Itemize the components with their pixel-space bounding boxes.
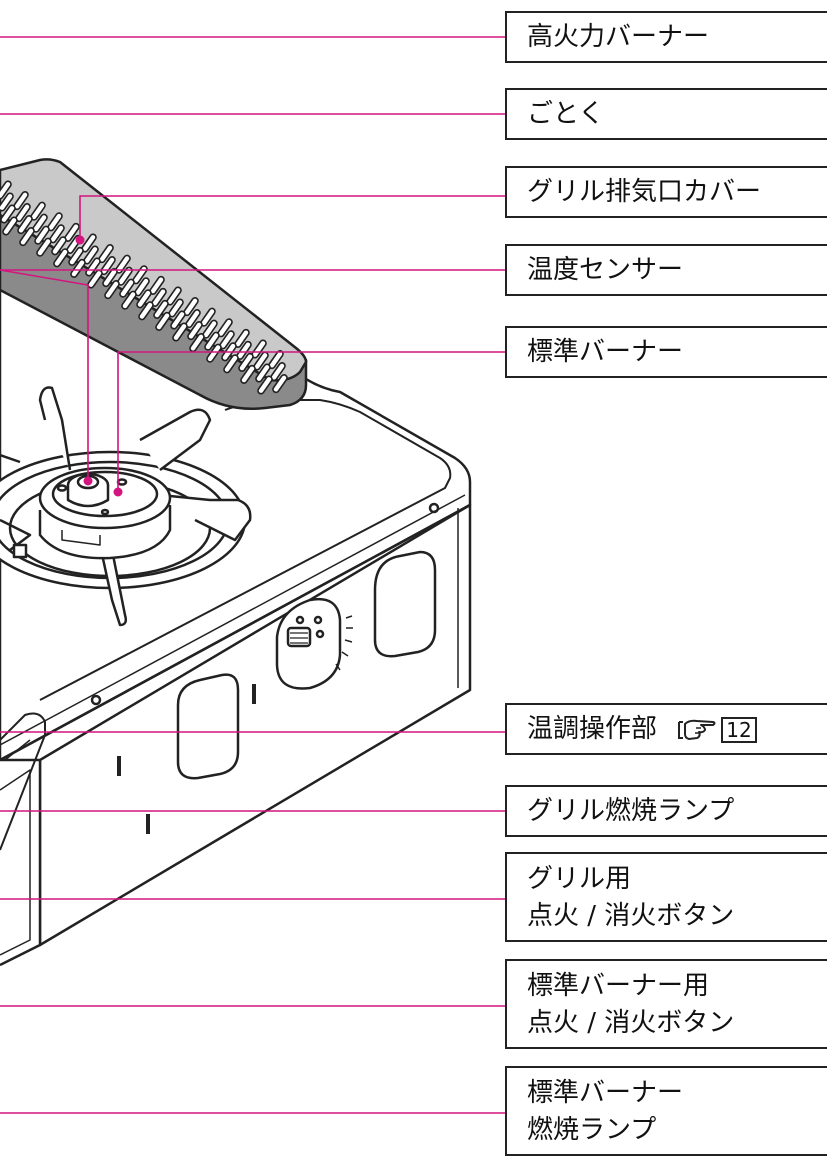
label-high-burner: 高火力バーナー [505,11,827,63]
grille-slot [51,236,67,256]
label-text: ごとく [527,99,605,129]
label-grill-lamp: グリル燃焼ランプ [505,785,827,837]
label-line-2: 点火 / 消火ボタン [527,1008,735,1038]
label-text: 標準バーナー [527,337,684,367]
label-trivet: ごとく [505,88,827,140]
grille-slot [172,322,188,342]
grille-slot [36,237,52,257]
grille-slot [223,354,239,374]
grille-slot [17,215,33,235]
page-number: 12 [721,716,757,743]
grille-slot [2,216,18,236]
grille-slot [153,299,169,319]
grille-slot [53,248,69,268]
grille-slot [19,227,35,247]
grille-slot [238,352,254,372]
grille-slot [0,204,16,224]
label-line-1: グリル用 [527,864,632,894]
grille-slot [255,363,271,383]
standard-burner [0,386,252,627]
label-line-2: 点火 / 消火ボタン [527,901,735,931]
grille-slot [138,301,154,321]
grille-slot [104,280,120,300]
label-temp-control: 温調操作部 12 [505,703,827,755]
label-text: グリル燃焼ランプ [527,796,735,826]
grille-slot [0,192,14,212]
grille-slot [0,180,12,200]
grille-slot [189,333,205,353]
grille-slot [272,374,288,394]
leader-lines [0,36,506,1114]
page-reference[interactable]: 12 [677,716,757,743]
label-grill-exhaust-cover: グリル排気口カバー [505,166,827,218]
leader-dots [75,235,123,497]
grille-slot [121,290,137,310]
grille-slot [257,375,273,395]
grille-slot [34,225,50,245]
grille-slot [68,246,84,266]
label-text: 高火力バーナー [527,22,710,52]
grille-slot [87,269,103,289]
label-temp-sensor: 温度センサー [505,244,827,296]
grille-slot [204,331,220,351]
label-text: 温度センサー [527,255,684,285]
label-std-lamp: 標準バーナー 燃焼ランプ [505,1066,827,1156]
leader-grill-exhaust-cover [79,195,506,240]
label-std-button: 標準バーナー用 点火 / 消火ボタン [505,959,827,1049]
pointing-hand-icon [678,719,716,740]
grille-slot [119,278,135,298]
grille-slot [240,364,256,384]
label-line-1: 標準バーナー用 [527,971,710,1001]
label-text: グリル排気口カバー [527,177,762,207]
label-line-2: 燃焼ランプ [527,1115,657,1145]
grille-slot [170,310,186,330]
grille-slot [136,289,152,309]
leader-standard-burner [117,351,506,492]
grille-slot [85,257,101,277]
leader-temp-sensor [0,269,506,481]
label-line-1: 標準バーナー [527,1078,684,1108]
grille-slot [187,321,203,341]
label-grill-button: グリル用 点火 / 消火ボタン [505,852,827,942]
label-standard-burner: 標準バーナー [505,326,827,378]
grille-slot [155,311,171,331]
label-text: 温調操作部 [527,714,658,744]
